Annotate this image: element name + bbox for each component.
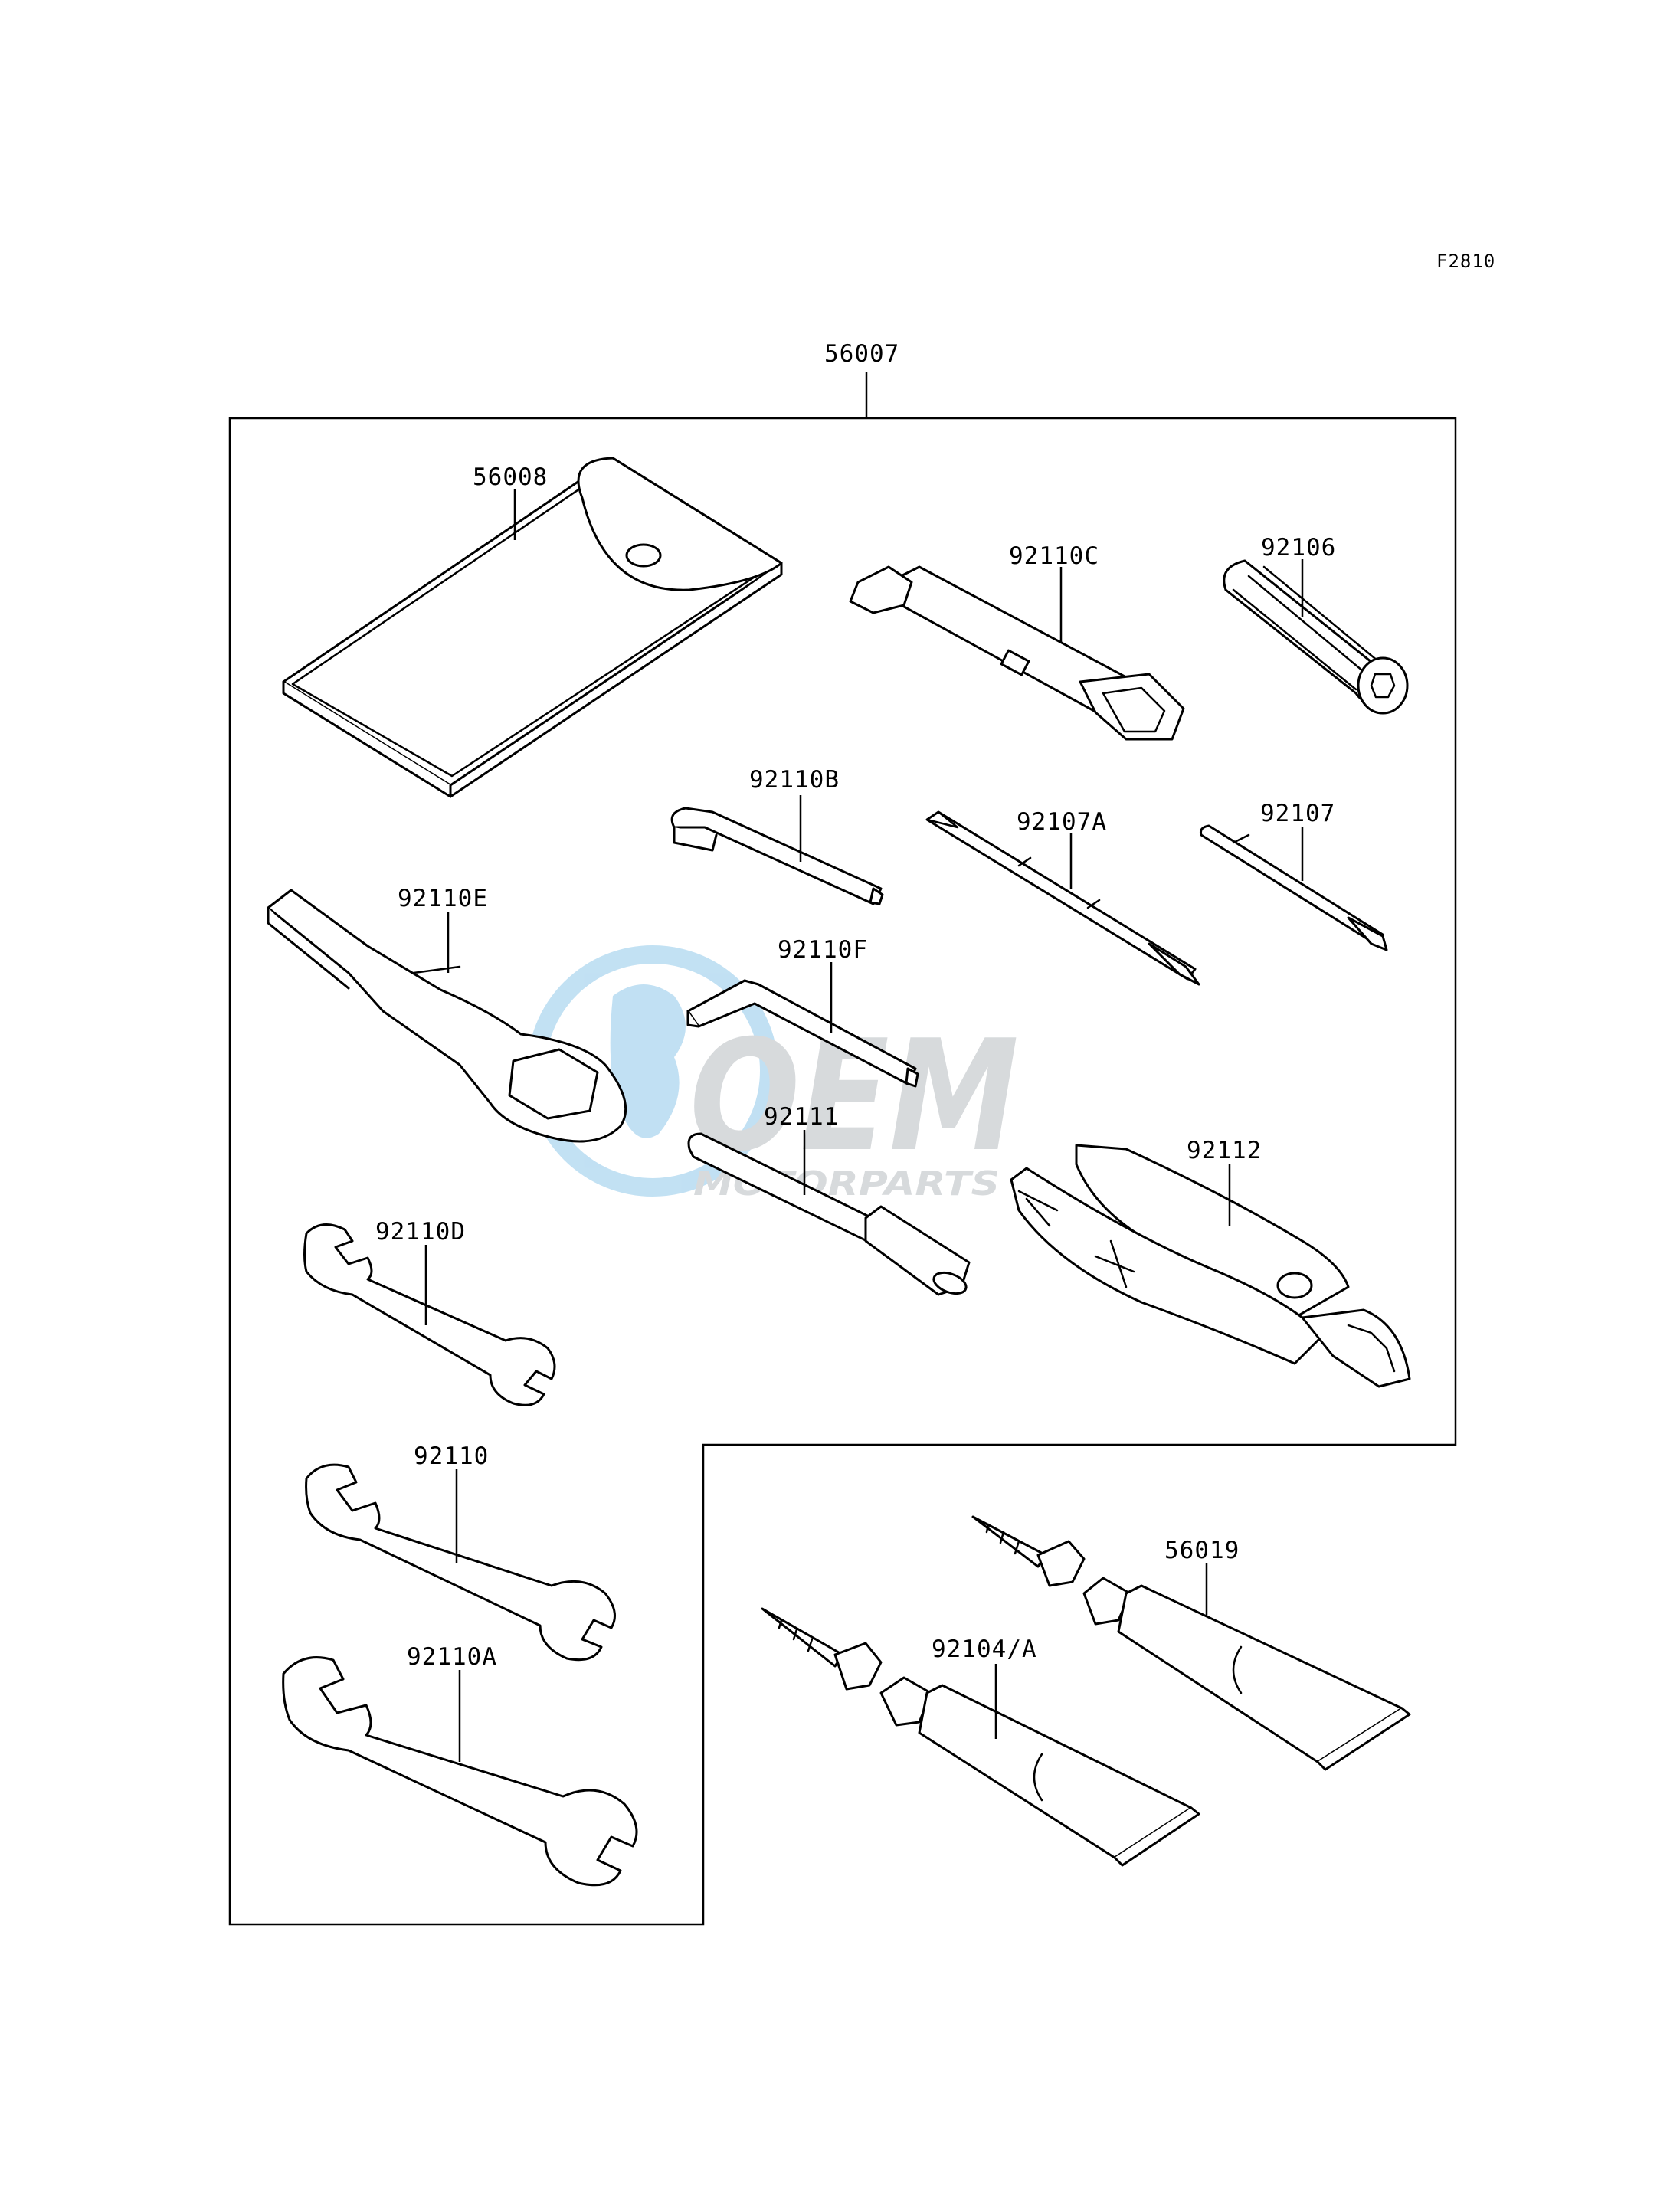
part-label-92110f: 92110F — [778, 936, 868, 964]
part-label-56019: 56019 — [1164, 1537, 1240, 1564]
box-wrench-92110c — [849, 565, 1185, 741]
part-label-92107: 92107 — [1260, 800, 1335, 827]
watermark-globe-land — [610, 984, 686, 1138]
part-label-92110e: 92110E — [398, 885, 488, 912]
hex-key-92110b — [670, 807, 884, 905]
part-label-92104a: 92104/A — [932, 1635, 1037, 1663]
grease-tube-56019 — [971, 1515, 1411, 1771]
part-label-92110a: 92110A — [407, 1643, 497, 1671]
part-label-92110d: 92110D — [375, 1218, 466, 1246]
screwdriver-92107 — [1200, 824, 1388, 951]
part-label-92106: 92106 — [1261, 534, 1336, 562]
wrench-92110 — [305, 1463, 616, 1662]
part-label-92112: 92112 — [1187, 1137, 1262, 1164]
part-label-56007: 56007 — [824, 340, 899, 368]
axle-wrench-92110e — [267, 889, 627, 1143]
kit-frame — [228, 417, 1457, 1926]
wrench-92110a — [282, 1656, 638, 1887]
pliers-92112 — [1010, 1144, 1411, 1388]
screwdriver-92107a — [925, 810, 1200, 986]
handle-92106 — [1223, 559, 1409, 715]
grease-tube-92104a — [761, 1607, 1200, 1867]
part-label-92110b: 92110B — [749, 766, 840, 794]
wrench-92110d — [303, 1223, 556, 1406]
part-label-92111: 92111 — [764, 1103, 839, 1131]
extension-bar-92111 — [687, 1132, 971, 1296]
part-label-92110: 92110 — [414, 1442, 489, 1470]
figure-code: F2810 — [1436, 250, 1495, 272]
tool-pouch-56008 — [282, 457, 783, 798]
part-label-56008: 56008 — [473, 463, 548, 491]
part-label-92110c: 92110C — [1009, 542, 1099, 570]
hex-key-92110f — [686, 979, 919, 1088]
part-label-92107a: 92107A — [1017, 808, 1107, 836]
